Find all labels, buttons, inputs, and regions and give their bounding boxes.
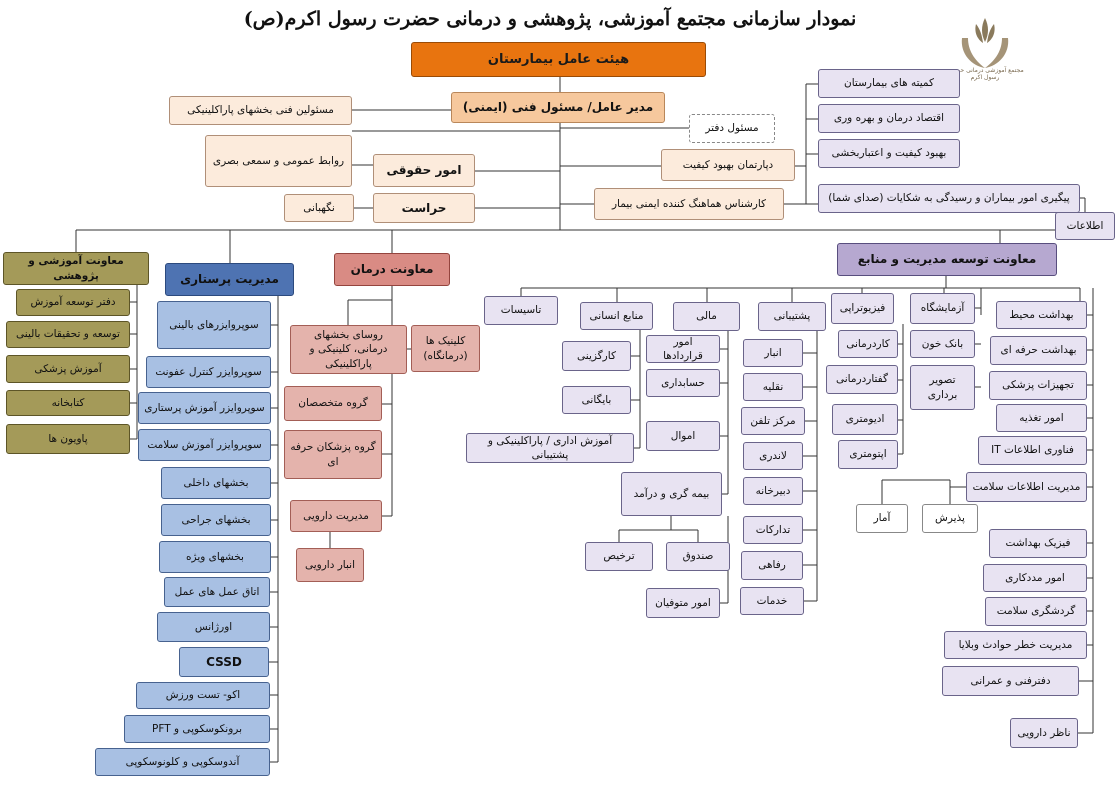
hr-item-box: بایگانی xyxy=(562,386,631,414)
paraclinic-tech-box: مسئولین فنی بخشهای پاراکلینیکی xyxy=(169,96,352,125)
cashier-box: صندوق xyxy=(666,542,730,571)
support-item-box: رفاهی xyxy=(741,551,803,580)
logo-caption: مجتمع آموزشی درمانی حضرت رسول اکرم xyxy=(946,67,1024,81)
lab-box: آزمایشگاه xyxy=(910,293,975,324)
health-physics-box: فیزیک بهداشت xyxy=(989,529,1087,558)
treatment-chiefs-box: روسای بخشهای درمانی، کلینیکی و پاراکلینی… xyxy=(290,325,407,374)
admission-box: پذیرش xyxy=(922,504,978,533)
quality-dept-box: دپارتمان بهبود کیفیت xyxy=(661,149,795,181)
facilities-box: تاسیسات xyxy=(484,296,558,325)
page-title: نمودار سازمانی مجتمع آموزشی، پژوهشی و در… xyxy=(243,8,857,30)
audiology-box: ادیومتری xyxy=(832,404,898,435)
accreditation-box: بهبود کیفیت و اعتباربخشی xyxy=(818,139,960,168)
nursing-item-box: اکو- تست ورزش xyxy=(136,682,270,709)
edu-item-box: پاویون ها xyxy=(6,424,130,454)
it-box: فناوری اطلاعات IT xyxy=(978,436,1087,465)
nutrition-box: امور تغذیه xyxy=(996,404,1087,432)
specialists-box: گروه متخصصان xyxy=(284,386,382,421)
pharmacy-store-box: انبار دارویی xyxy=(296,548,364,582)
nursing-item-box: بخشهای داخلی xyxy=(161,467,271,499)
support-box: پشتیبانی xyxy=(758,302,826,331)
public-relations-box: روابط عمومی و سمعی بصری xyxy=(205,135,352,187)
ceo-box: مدیر عامل/ مسئول فنی (ایمنی) xyxy=(451,92,665,123)
occ-health-box: بهداشت حرفه ای xyxy=(990,336,1087,365)
admin-training-box: آموزش اداری / پاراکلینیکی و پشتیبانی xyxy=(466,433,634,463)
economy-box: اقتصاد درمان و بهره وری xyxy=(818,104,960,133)
stats-box: آمار xyxy=(856,504,908,533)
edu-head-box: معاونت آموزشی و پژوهشی xyxy=(3,252,149,285)
deceased-box: امور متوفیان xyxy=(646,588,720,618)
nursing-item-box: سوپروایزر آموزش سلامت xyxy=(138,429,271,461)
bloodbank-box: بانک خون xyxy=(910,330,975,358)
nursing-item-box: سوپروایزر آموزش پرستاری xyxy=(138,392,271,424)
support-item-box: خدمات xyxy=(740,587,804,615)
insurance-box: بیمه گری و درآمد xyxy=(621,472,722,516)
hr-box: منابع انسانی xyxy=(580,302,653,330)
information-box: اطلاعات xyxy=(1055,212,1115,240)
nursing-item-box: اتاق عمل های عمل xyxy=(164,577,270,607)
committees-box: کمیته های بیمارستان xyxy=(818,69,960,98)
support-item-box: انبار xyxy=(743,339,803,367)
security-box: حراست xyxy=(373,193,475,223)
nursing-item-box: بخشهای جراحی xyxy=(161,504,271,536)
support-item-box: دبیرخانه xyxy=(743,477,803,505)
imaging-box: تصویر برداری xyxy=(910,365,975,410)
nursing-item-box: سوپروایزرهای بالینی xyxy=(157,301,271,349)
hr-item-box: کارگزینی xyxy=(562,341,631,371)
resources-head-box: معاونت توسعه مدیریت و منابع xyxy=(837,243,1057,276)
clinics-box: کلینیک ها (درمانگاه) xyxy=(411,325,480,372)
edu-item-box: توسعه و تحقیقات بالینی xyxy=(6,321,130,348)
pharmacy-mgmt-box: مدیریت دارویی xyxy=(290,500,382,532)
complaints-box: پیگیری امور بیماران و رسیدگی به شکایات (… xyxy=(818,184,1080,213)
him-box: مدیریت اطلاعات سلامت xyxy=(966,472,1087,502)
legal-box: امور حقوقی xyxy=(373,154,475,187)
med-equipment-box: تجهیزات پزشکی xyxy=(989,371,1087,400)
finance-box: مالی xyxy=(673,302,740,331)
nursing-head-box: مدیریت پرستاری xyxy=(165,263,294,296)
edu-item-box: آموزش پزشکی xyxy=(6,355,130,383)
nursing-item-box: آندوسکوپی و کلونوسکوپی xyxy=(95,748,270,776)
speech-box: گفتاردرمانی xyxy=(826,365,898,394)
nursing-item-box: اورژانس xyxy=(157,612,270,642)
edu-item-box: دفتر توسعه آموزش xyxy=(16,289,130,316)
nursing-item-box: CSSD xyxy=(179,647,269,677)
paramedical-box: گروه پزشکان حرفه ای xyxy=(284,430,382,479)
treatment-head-box: معاونت درمان xyxy=(334,253,450,286)
board-box: هیئت عامل بیمارستان xyxy=(411,42,706,77)
office-manager-box: مسئول دفتر xyxy=(689,114,775,143)
physio-box: فیزیوتراپی xyxy=(831,293,894,324)
discharge-box: ترخیص xyxy=(585,542,653,571)
social-work-box: امور مددکاری xyxy=(983,564,1087,592)
hands-leaf-logo-icon xyxy=(961,18,1009,68)
nursing-item-box: سوپروایزر کنترل عفونت xyxy=(146,356,271,388)
optometry-box: اپتومتری xyxy=(838,440,898,469)
patient-safety-box: کارشناس هماهنگ کننده ایمنی بیمار xyxy=(594,188,784,220)
guard-box: نگهبانی xyxy=(284,194,354,222)
support-item-box: مرکز تلفن xyxy=(741,407,805,435)
cardio-box: کاردرمانی xyxy=(838,330,898,358)
support-item-box: لاندری xyxy=(743,442,803,470)
finance-item-box: اموال xyxy=(646,421,720,451)
health-tourism-box: گردشگری سلامت xyxy=(985,597,1087,626)
drug-supervisor-box: ناظر دارویی xyxy=(1010,718,1078,748)
disaster-box: مدیریت خطر حوادث وبلایا xyxy=(944,631,1087,659)
support-item-box: نقلیه xyxy=(743,373,803,401)
support-item-box: تدارکات xyxy=(743,516,803,544)
nursing-item-box: برونکوسکوپی و PFT xyxy=(124,715,270,743)
technical-office-box: دفترفنی و عمرانی xyxy=(942,666,1079,696)
env-health-box: بهداشت محیط xyxy=(996,301,1087,329)
nursing-item-box: بخشهای ویژه xyxy=(159,541,271,573)
edu-item-box: کتابخانه xyxy=(6,390,130,416)
finance-item-box: حسابداری xyxy=(646,369,720,397)
finance-item-box: امور قراردادها xyxy=(646,335,720,363)
